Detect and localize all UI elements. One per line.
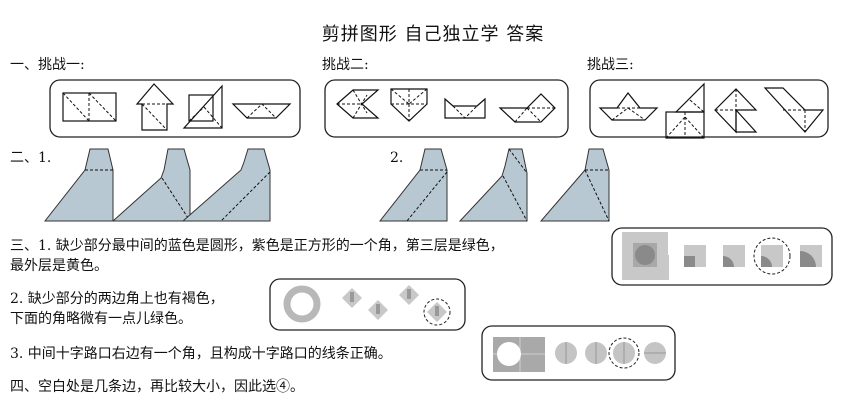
- challenge3-figure-1: [598, 92, 659, 121]
- pattern-main-3: [493, 337, 545, 372]
- section2-shape-2-2: [458, 148, 528, 222]
- section3-item1-line1: 三、1. 缺少部分最中间的蓝色是圆形，紫色是正方形的一个角，第三层是绿色，: [10, 238, 504, 254]
- challenge2-box: [324, 79, 569, 138]
- section2-label: 二、1.: [10, 150, 52, 166]
- section2-shape-1-3: [181, 148, 271, 222]
- section2-shape-2-1: [378, 148, 448, 222]
- section2-shape-2-3: [539, 148, 610, 222]
- challenge3-figure-4: [763, 87, 825, 133]
- challenge1-figure-3: [182, 84, 223, 129]
- page-title: 剪拼图形 自己独立学 答案: [321, 24, 545, 45]
- option-2-4-selected: [423, 298, 451, 326]
- section1-label: 一、挑战一:: [10, 57, 85, 73]
- challenge2-figure-1: [336, 89, 380, 119]
- challenge1-figure-2: [135, 83, 175, 131]
- challenge3-figure-2: [665, 82, 705, 139]
- section3-item1-box: [611, 227, 833, 286]
- section2-sub2: 2.: [390, 150, 404, 166]
- section4-text: 四、空白处是几条边，再比较大小，因此选④。: [10, 379, 304, 395]
- option-1-1: [684, 245, 706, 267]
- option-3-1: [555, 342, 577, 364]
- challenge3-figure-3: [714, 88, 758, 134]
- challenge1-figure-4: [231, 103, 292, 119]
- section3-item2-box: [269, 278, 466, 331]
- challenge2-figure-3: [444, 97, 486, 119]
- section3-item2-line2: 下面的角略微有一点儿绿色。: [10, 311, 192, 327]
- pattern-main-2: [283, 285, 321, 323]
- challenge1-box: [49, 79, 301, 138]
- challenge2-label: 挑战二:: [322, 57, 369, 73]
- option-2-1: [342, 288, 362, 308]
- section3-item1-line2: 最外层是黄色。: [10, 258, 108, 274]
- challenge2-figure-2: [390, 88, 428, 122]
- option-1-4: [800, 245, 822, 267]
- section3-item2-line1: 2. 缺少部分的两边角上也有褐色，: [10, 291, 224, 307]
- section3-item3: 3. 中间十字路口右边有一个角，且构成十字路口的线条正确。: [10, 346, 392, 362]
- section2-shape-1-1: [43, 148, 114, 222]
- challenge2-figure-4: [498, 93, 556, 123]
- challenge3-label: 挑战三:: [587, 57, 634, 73]
- option-3-4: [644, 342, 666, 364]
- challenge1-figure-1: [62, 92, 117, 122]
- challenge3-box: [589, 79, 829, 138]
- option-1-3-selected: [753, 237, 791, 275]
- option-2-2: [368, 300, 388, 320]
- pattern-main-1: [622, 232, 669, 280]
- section3-item3-box: [481, 325, 676, 381]
- option-3-2: [585, 342, 607, 364]
- option-2-3: [399, 285, 419, 305]
- section2-shape-1-2: [111, 148, 191, 222]
- option-3-3-selected: [608, 337, 640, 369]
- option-1-2: [723, 245, 745, 267]
